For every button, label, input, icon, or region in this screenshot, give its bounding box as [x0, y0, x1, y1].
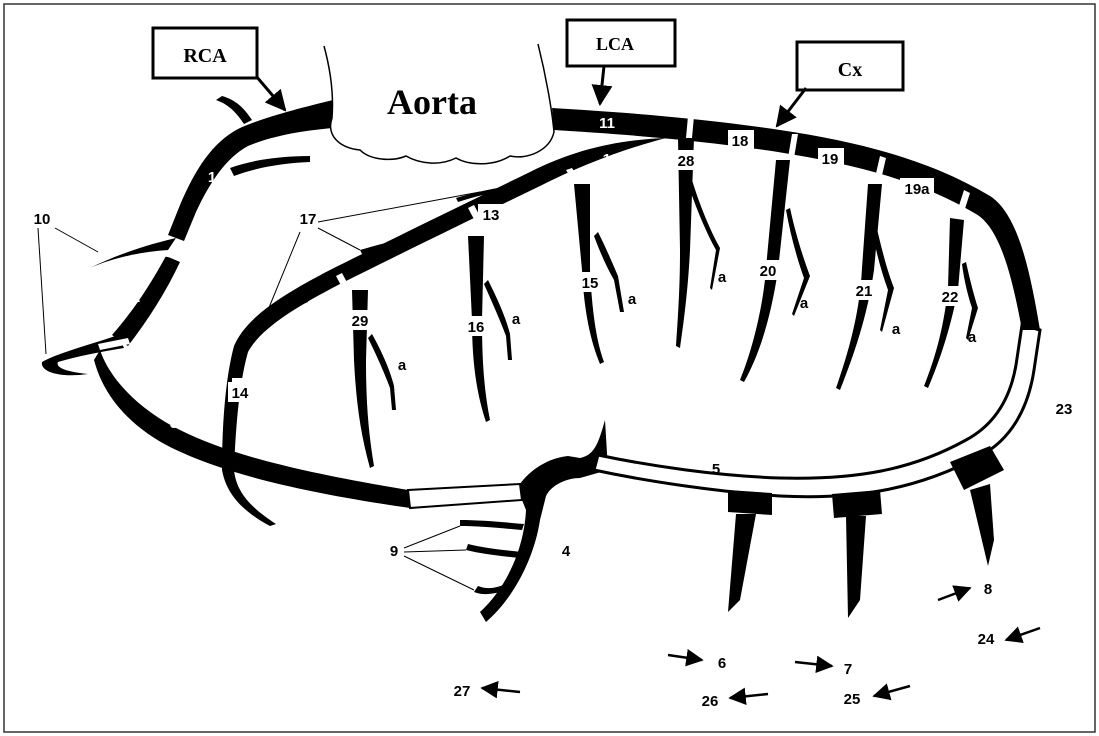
segment-label: 5 — [712, 461, 720, 478]
segment-label: 28 — [678, 153, 695, 170]
segment-label: 19 — [822, 151, 839, 168]
segment-label: 19a — [904, 181, 930, 198]
segment-label: 20 — [760, 263, 777, 280]
segment-arrows — [482, 588, 1040, 698]
rca-vessel — [42, 96, 608, 622]
segment-label: 11 — [599, 115, 615, 132]
cx-label: Cx — [838, 59, 862, 81]
segment-label: 23 — [1056, 401, 1073, 418]
circumflex-vessel — [552, 108, 1040, 390]
segment-label: 12 — [603, 151, 620, 168]
sub-branch-label: a — [718, 269, 727, 286]
cx-callout: Cx — [777, 42, 903, 126]
rca-callout: RCA — [153, 28, 285, 110]
posterolateral-vessel — [594, 325, 1040, 618]
segment-label: 7 — [844, 661, 852, 678]
segment-label: 10 — [34, 211, 51, 228]
segment-label: 14 — [232, 385, 249, 402]
segment-label: 1 — [208, 169, 216, 186]
lca-label: LCA — [596, 34, 634, 54]
sub-branch-label: a — [628, 291, 637, 308]
segment-label: 22 — [942, 289, 959, 306]
segment-label: 4 — [562, 543, 571, 560]
segment-label: 8 — [984, 581, 992, 598]
segment-label: 2 — [132, 289, 140, 306]
sub-branch-label: a — [398, 357, 407, 374]
lca-callout: LCA — [567, 20, 675, 104]
aorta-label: Aorta — [387, 82, 477, 122]
segment-label: 3 — [170, 415, 178, 432]
segment-label: 27 — [454, 683, 471, 700]
segment-label: 24 — [978, 631, 995, 648]
leader-lines — [38, 192, 480, 590]
rca-label: RCA — [183, 45, 227, 67]
segment-label: 17 — [300, 211, 317, 228]
sub-branch-label: a — [800, 295, 809, 312]
segment-label: 16 — [468, 319, 485, 336]
segment-label: 29 — [352, 313, 369, 330]
segment-label: 6 — [718, 655, 726, 672]
segment-label: 21 — [856, 283, 873, 300]
segment-label: 18 — [732, 133, 749, 150]
sub-branch-label: a — [512, 311, 521, 328]
segment-label: 26 — [702, 693, 719, 710]
segment-label: 13 — [483, 207, 500, 224]
sub-branch-label: a — [968, 329, 977, 346]
segment-label: 25 — [844, 691, 861, 708]
segment-label: 9 — [390, 543, 398, 560]
segment-label: 15 — [582, 275, 599, 292]
sub-branch-label: a — [892, 321, 901, 338]
